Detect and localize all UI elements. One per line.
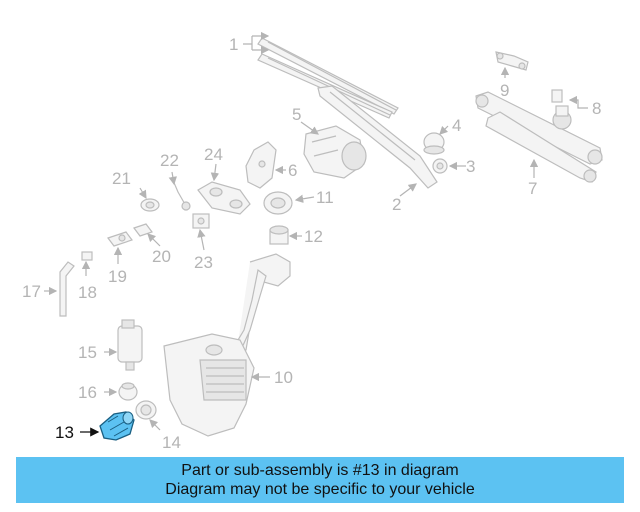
bolt-part	[551, 89, 572, 130]
callout-3: 3	[466, 157, 475, 176]
callout-8: 8	[592, 99, 601, 118]
filler-cap-part	[269, 225, 289, 245]
callout-4: 4	[452, 116, 461, 135]
small-connector-part	[81, 251, 93, 261]
callout-14: 14	[162, 433, 181, 452]
callout-18: 18	[78, 283, 97, 302]
check-valve-part	[133, 223, 153, 237]
highlighted-part-13	[99, 411, 135, 441]
callout-5: 5	[292, 105, 301, 124]
connector-part	[171, 177, 191, 211]
wiper-blade-part	[257, 37, 399, 119]
grommet-part	[263, 191, 293, 215]
parts-diagram: 1 2 3 4 5 6 7 8 9 10 11 12 13 14 15 16 1…	[22, 31, 603, 452]
callout-12: 12	[304, 227, 323, 246]
callout-2: 2	[392, 195, 401, 214]
leader-lines	[44, 31, 588, 437]
callout-10: 10	[274, 368, 293, 387]
callout-13: 13	[55, 423, 74, 442]
washer-pump-part	[117, 319, 143, 371]
pump-grommet-part	[118, 382, 138, 401]
callout-20: 20	[152, 247, 171, 266]
callout-24: 24	[204, 145, 223, 164]
callout-19: 19	[108, 267, 127, 286]
callout-7: 7	[528, 179, 537, 198]
callout-21: 21	[112, 169, 131, 188]
callout-11: 11	[316, 188, 334, 207]
banner-line-1: Part or sub-assembly is #13 in diagram	[181, 462, 459, 479]
callout-23: 23	[194, 253, 213, 272]
callout-9: 9	[500, 81, 509, 100]
wiper-linkage-part	[475, 91, 603, 183]
clip-part	[192, 213, 210, 229]
callout-22: 22	[160, 151, 179, 170]
cap-part	[423, 132, 445, 155]
hose-part	[59, 261, 75, 317]
bracket-part	[495, 51, 529, 71]
ring-part	[140, 198, 160, 212]
wiper-motor-part	[303, 125, 367, 179]
info-banner: Part or sub-assembly is #13 in diagram D…	[16, 457, 624, 503]
mount-bracket-part	[245, 141, 277, 189]
nut-part	[432, 158, 448, 174]
callout-17: 17	[22, 282, 41, 301]
banner-line-2: Diagram may not be specific to your vehi…	[165, 481, 475, 498]
callout-16: 16	[78, 383, 97, 402]
nozzle-assembly-part	[197, 181, 251, 215]
fitting-part	[107, 231, 133, 247]
callout-1: 1	[229, 35, 238, 54]
callout-6: 6	[288, 161, 297, 180]
wiper-arm-part	[317, 85, 438, 189]
callout-15: 15	[78, 343, 97, 362]
washer-reservoir-part	[163, 253, 291, 437]
seal-part	[135, 400, 157, 420]
